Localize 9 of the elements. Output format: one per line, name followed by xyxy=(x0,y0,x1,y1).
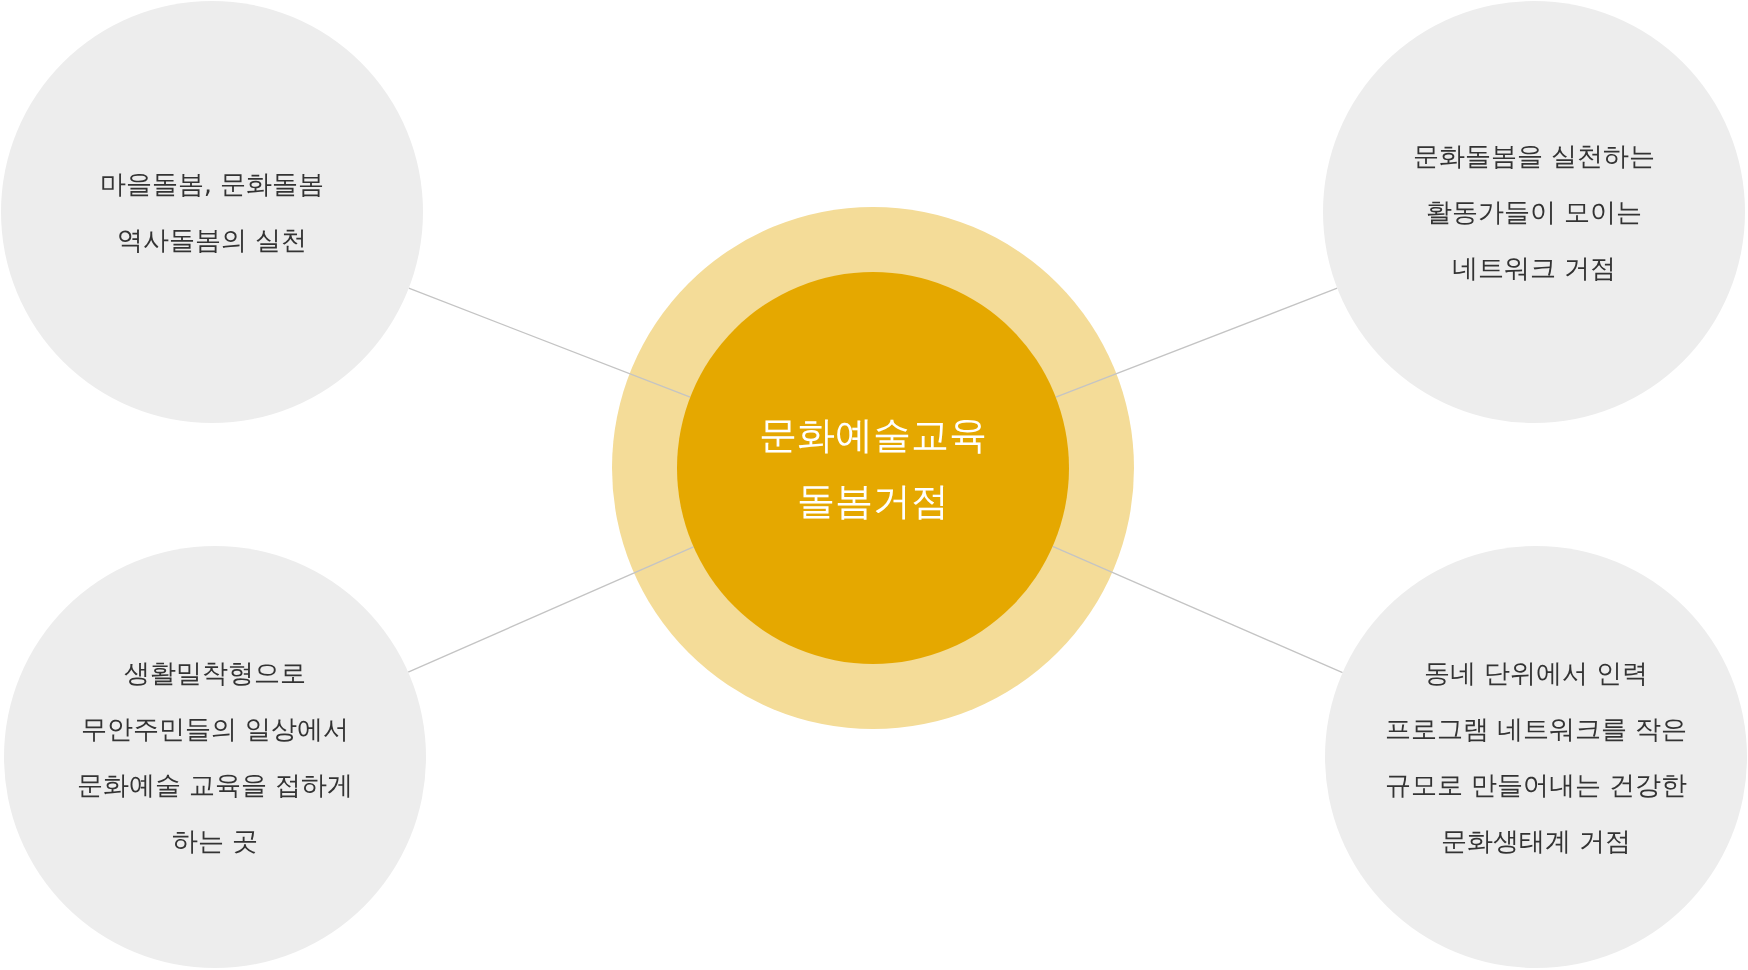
connector-line xyxy=(408,287,691,398)
connector-line xyxy=(407,546,695,673)
circle-label: 문화예술교육 돌봄거점 xyxy=(758,412,988,525)
circle-label: 생활밀착형으로 무안주민들의 일상에서 문화예술 교육을 접하게 하는 곳 xyxy=(75,657,355,858)
connector-line xyxy=(1055,287,1338,398)
connector-line xyxy=(1052,545,1344,674)
circle-label: 마을돌봄, 문화돌봄 역사돌봄의 실천 xyxy=(98,168,326,257)
circle-label: 동네 단위에서 인력 프로그램 네트워크를 작은 규모로 만들어내는 건강한 문화생태계 거점 xyxy=(1383,657,1689,858)
circle-label: 문화돌봄을 실천하는 활동가들이 모이는 네트워크 거점 xyxy=(1411,140,1657,285)
